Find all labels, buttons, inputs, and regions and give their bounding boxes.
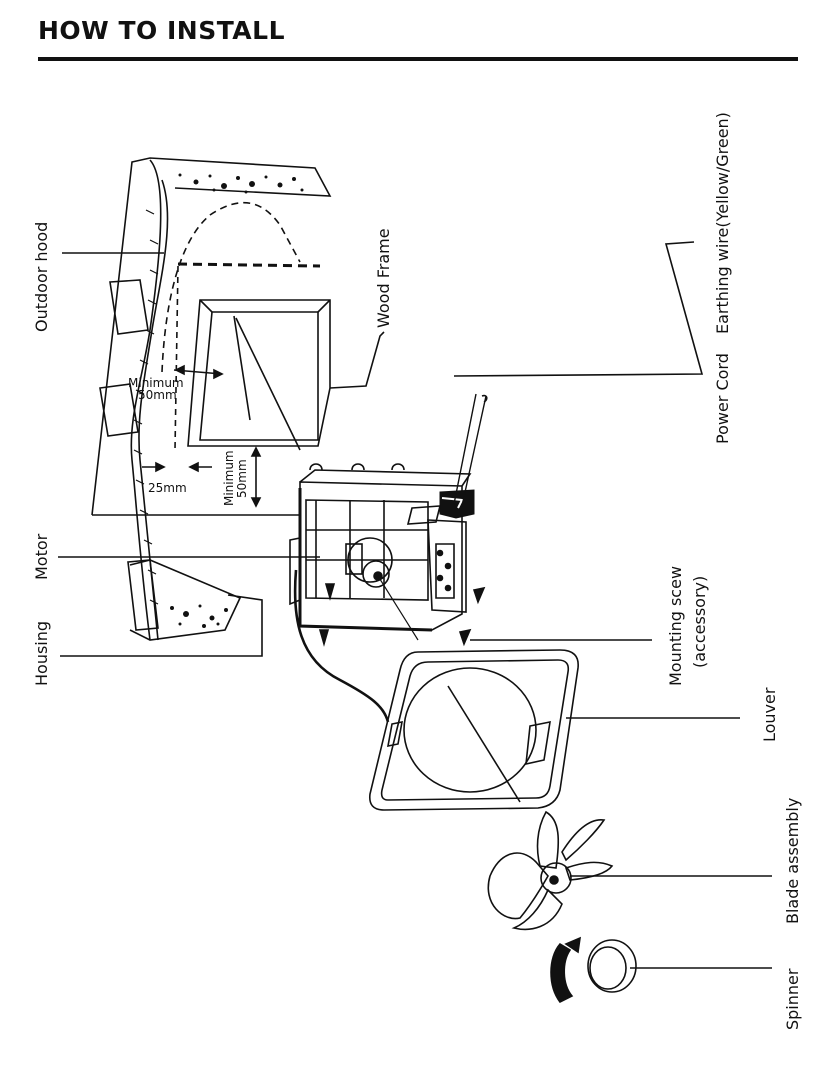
fan-housing bbox=[58, 463, 475, 641]
title-underline bbox=[38, 57, 798, 61]
blade-assembly bbox=[487, 810, 772, 931]
gap-label: 25mm bbox=[148, 481, 187, 495]
label-mounting-screw-note: (accessory) bbox=[690, 576, 709, 668]
label-outdoor-hood: Outdoor hood bbox=[32, 222, 51, 332]
min-top-label-2: 50mm bbox=[138, 388, 177, 402]
label-motor: Motor bbox=[32, 533, 51, 580]
dimension-markers bbox=[142, 364, 262, 508]
spinner bbox=[550, 936, 772, 1004]
louver bbox=[368, 649, 740, 811]
power-cord bbox=[293, 241, 704, 723]
label-earthing-wire: Earthing wire(Yellow/Green) bbox=[713, 112, 732, 334]
label-wood-frame: Wood Frame bbox=[374, 228, 393, 328]
mounting-screws bbox=[318, 583, 652, 647]
label-mounting-screw: Mounting scew bbox=[666, 566, 685, 686]
label-spinner: Spinner bbox=[783, 968, 802, 1030]
min-side-label-2: 50mm bbox=[235, 459, 249, 498]
outdoor-hood bbox=[62, 201, 321, 451]
label-blade-assembly: Blade assembly bbox=[783, 798, 802, 924]
wood-frame bbox=[187, 299, 385, 451]
label-louver: Louver bbox=[760, 687, 779, 742]
wall-section bbox=[60, 157, 332, 657]
label-power-cord: Power Cord bbox=[713, 353, 732, 444]
min-side-label-1: Minimum bbox=[222, 450, 236, 506]
page-title: HOW TO INSTALL bbox=[38, 16, 286, 45]
min-top-label-1: Minimum bbox=[128, 376, 184, 390]
label-housing: Housing bbox=[32, 621, 51, 686]
